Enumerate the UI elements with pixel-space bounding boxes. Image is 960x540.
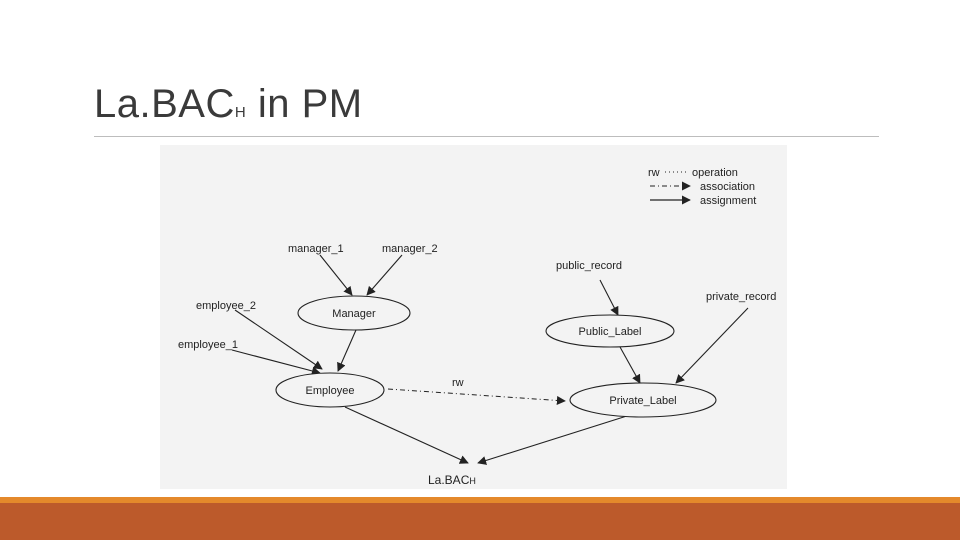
node-root-main: La.BAC [428,473,470,487]
node-root-subscript: H [469,476,476,486]
edge-employee-root [344,406,469,464]
edge-employee1-employee [231,349,321,376]
node-employee-label: Employee [306,385,355,397]
edge-manager-employee [337,329,357,372]
edge-manager2-manager [366,254,403,296]
legend: rw operation association assignment [648,167,756,207]
node-private-label-text: Private_Label [609,395,676,407]
node-employee: Employee [275,372,385,408]
node-public-label: Public_Label [545,314,675,348]
edge-privaterecord-privatelabel [675,307,749,384]
edge-privatelabel-root [477,414,631,465]
edge-publiclabel-privatelabel [619,346,641,384]
node-manager-label: Manager [332,308,376,320]
association-edge-employee-privatelabel [387,388,566,405]
diagram-image: rw operation association assignment rw m… [160,145,787,489]
node-manager-1: manager_1 [288,243,344,255]
slide-title-main: La.BAC [94,82,235,126]
node-public-label-text: Public_Label [579,326,642,338]
legend-operation-label: operation [692,167,738,179]
node-root: La.BACH [428,473,476,487]
diagram-svg: rw operation association assignment rw m… [178,167,776,487]
node-manager-2: manager_2 [382,243,438,255]
footer-bar [0,503,960,540]
node-manager: Manager [297,295,411,331]
node-employee-2: employee_2 [196,300,256,312]
edge-manager1-manager [319,254,353,296]
edge-publicrecord-publiclabel [599,279,619,316]
legend-operation-symbol: rw [648,167,660,179]
slide-title-rest: in PM [246,82,363,126]
slide-title: La.BACH in PM [94,82,363,127]
legend-association-label: association [700,181,755,193]
title-divider [94,136,879,137]
association-rw-label: rw [452,377,464,389]
slide-title-subscript: H [234,104,247,121]
node-employee-1: employee_1 [178,339,238,351]
legend-assignment-label: assignment [700,195,756,207]
node-private-label: Private_Label [569,382,717,418]
edge-employee2-employee [234,309,323,370]
assignment-edges [231,254,749,465]
node-private-record: private_record [706,291,776,303]
node-public-record: public_record [556,260,622,272]
footer-accent-band [0,497,960,503]
